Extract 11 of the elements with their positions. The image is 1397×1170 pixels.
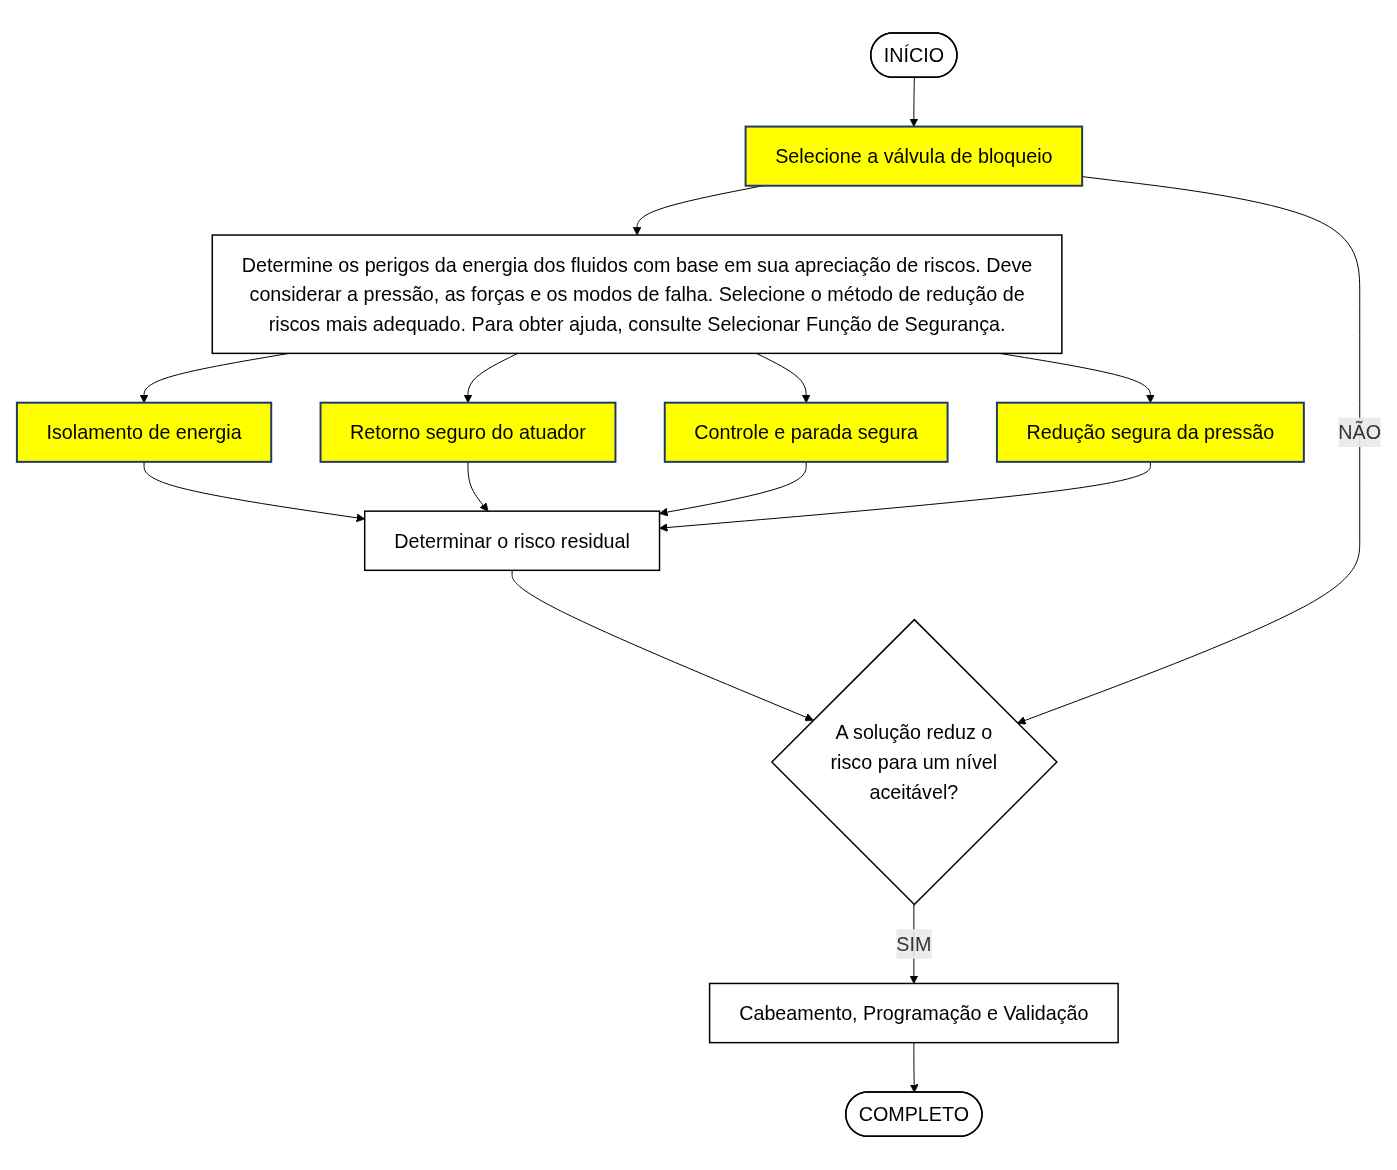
edge-label: NÃO: [1337, 421, 1381, 444]
node-box: Selecione a válvula de bloqueio: [744, 125, 1083, 188]
node-box: Cabeamento, Programação e Validação: [708, 983, 1119, 1044]
node-box: Controle e parada segura: [663, 402, 949, 464]
node-box: Determine os perigos da energia dos fluidos com base em sua apreciação de riscos. Deve considerar a pressão, as forças e os modos de falha. Selecione o método de redução de riscos mais adequado. Para obter ajuda, consulte Selecionar Função de Segurança.: [211, 234, 1063, 355]
node-box: Isolamento de energia: [15, 402, 272, 464]
node-box: Determinar o risco residual: [363, 510, 660, 572]
node-box: Retorno seguro do atuador: [319, 402, 616, 464]
node-diamond: A solução reduz o risco para um nível aceitável?: [770, 618, 1058, 906]
edge-label: SIM: [895, 933, 931, 956]
node-box: Redução segura da pressão: [995, 402, 1305, 464]
